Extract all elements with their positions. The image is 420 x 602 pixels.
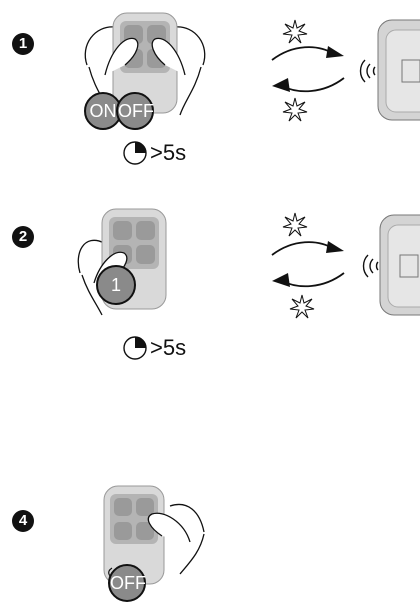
return-arrow-icon <box>272 272 345 288</box>
signal-flash-icon <box>282 97 308 122</box>
remote-two-thumbs-illustration <box>84 12 206 116</box>
step-number-badge: 2 <box>12 226 34 248</box>
step-number-badge: 1 <box>12 33 34 55</box>
remote-thumb-press-illustration <box>103 485 205 585</box>
key-1-callout: 1 <box>96 265 136 305</box>
off-button-callout: OFF <box>108 564 146 602</box>
receiver-device-illustration <box>377 19 420 121</box>
signal-flash-icon <box>282 212 308 237</box>
clock-icon <box>123 336 147 360</box>
step-4: 4 OFF <box>0 470 420 602</box>
signal-flash-icon <box>289 294 315 319</box>
step-2: 2 1 >5s <box>0 195 420 385</box>
signal-flash-icon <box>282 19 308 44</box>
receiver-device-illustration <box>379 214 420 316</box>
step-1: 1 ON OFF >5s <box>0 0 420 190</box>
forward-arrow-icon <box>271 241 344 256</box>
step-number-badge: 4 <box>12 510 34 532</box>
return-arrow-icon <box>272 77 345 93</box>
forward-arrow-icon <box>271 46 344 61</box>
radio-waves-icon <box>359 59 376 83</box>
remote-one-thumb-illustration <box>77 208 167 316</box>
off-button-callout: OFF <box>116 92 154 130</box>
clock-icon <box>123 141 147 165</box>
radio-waves-icon <box>362 254 379 278</box>
hold-duration-label: >5s <box>150 140 187 165</box>
hold-duration-label: >5s <box>150 335 187 360</box>
